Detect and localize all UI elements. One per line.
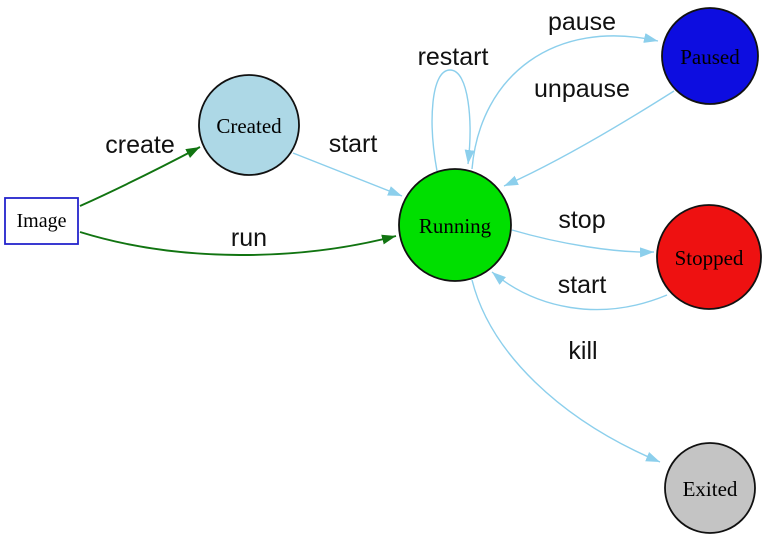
- node-created: Created: [198, 74, 300, 176]
- edge-unpause-path: [503, 90, 675, 187]
- edge-kill-label: kill: [568, 337, 597, 365]
- edge-stop: stop: [511, 206, 655, 258]
- node-created-shape: [198, 74, 300, 176]
- edge-run-label: run: [231, 224, 267, 252]
- edge-run: run: [79, 224, 397, 256]
- edge-run-path: [79, 231, 397, 256]
- edge-unpause-label: unpause: [534, 75, 630, 103]
- edge-create: create: [79, 131, 201, 207]
- edge-start-created-running: start: [292, 130, 403, 197]
- edge-start-created-running-path: [292, 152, 403, 197]
- edge-kill-path: [471, 279, 661, 463]
- edge-start-stopped-running-path: [491, 271, 668, 311]
- node-running-label: Running: [419, 214, 492, 238]
- node-stopped-label: Stopped: [675, 246, 744, 270]
- edge-restart-path: [431, 69, 475, 172]
- node-image-label: Image: [17, 210, 67, 232]
- edge-pause-path: [471, 33, 659, 170]
- node-paused: Paused: [661, 7, 759, 105]
- edge-stop-label: stop: [558, 206, 605, 234]
- node-running-shape: [398, 168, 512, 282]
- edge-pause-label: pause: [548, 8, 616, 36]
- edge-restart-self-loop: restart: [418, 43, 489, 172]
- edge-create-path: [79, 146, 201, 207]
- node-exited-shape: [664, 442, 756, 534]
- node-paused-shape: [661, 7, 759, 105]
- edge-start-created-running-label: start: [329, 130, 378, 158]
- edge-kill: kill: [471, 279, 661, 463]
- edge-start-stopped-running: start: [491, 271, 668, 311]
- node-image-shape: [4, 197, 79, 245]
- node-stopped-shape: [656, 204, 762, 310]
- node-exited-label: Exited: [683, 477, 738, 501]
- edge-restart-label: restart: [418, 43, 489, 71]
- node-running: Running: [398, 168, 512, 282]
- edge-unpause: unpause: [503, 75, 675, 187]
- edge-create-label: create: [105, 131, 174, 159]
- edge-stop-path: [511, 229, 655, 258]
- edge-start-stopped-running-label: start: [558, 271, 607, 299]
- node-paused-label: Paused: [680, 45, 740, 69]
- node-exited: Exited: [664, 442, 756, 534]
- node-stopped: Stopped: [656, 204, 762, 310]
- node-created-label: Created: [216, 114, 282, 138]
- node-image: Image: [4, 197, 79, 245]
- edge-pause: pause: [471, 8, 659, 170]
